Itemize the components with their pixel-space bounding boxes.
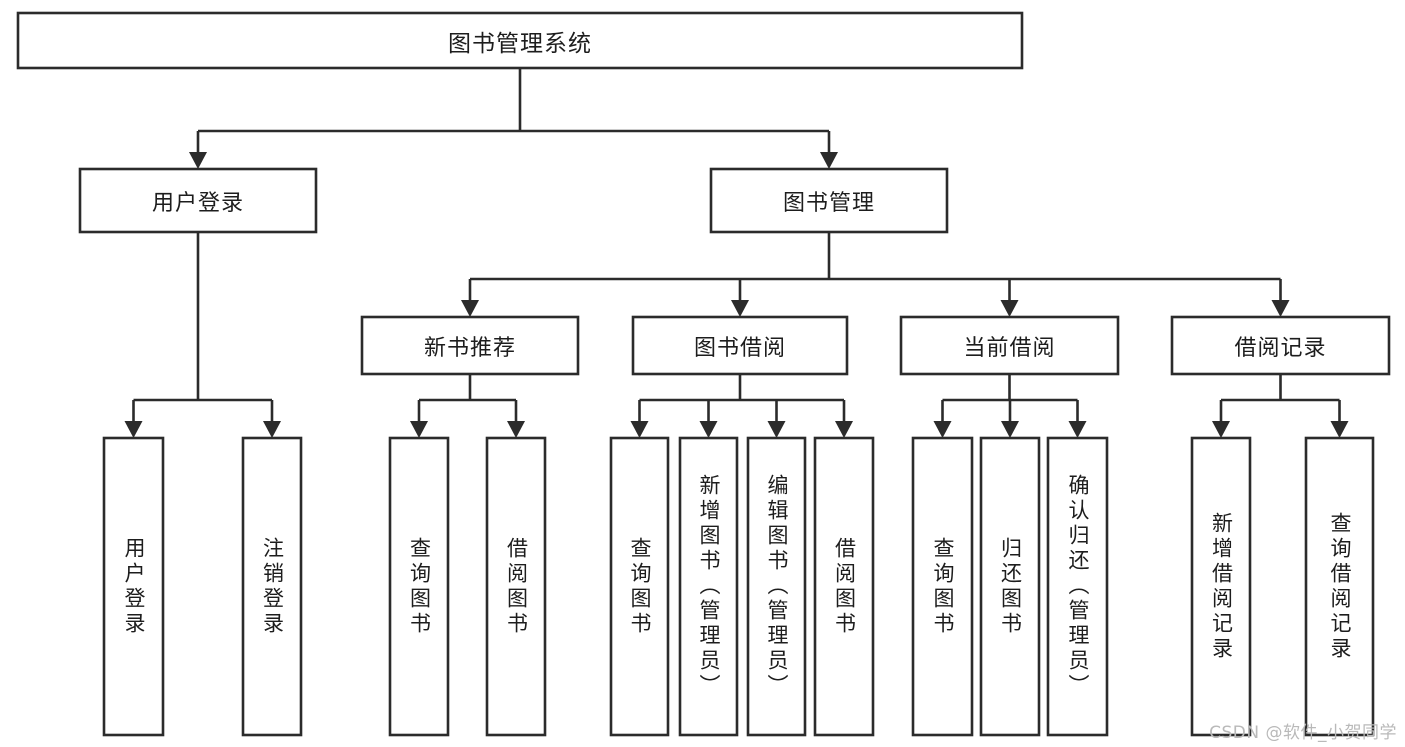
arrow-head-icon [263, 421, 281, 438]
arrow-head-icon [461, 300, 479, 317]
node-box-leaf-query-record[interactable] [1304, 436, 1375, 737]
arrow-head-icon [189, 152, 207, 169]
node-box-leaf-query-book-2[interactable] [609, 436, 670, 737]
arrow-head-icon [630, 421, 649, 438]
node-box-leaf-logout[interactable] [241, 436, 303, 737]
arrow-head-icon [124, 421, 143, 438]
arrow-head-icon [410, 421, 428, 438]
node-layer [16, 11, 1391, 737]
node-box-new-book-rec[interactable] [360, 315, 580, 376]
node-box-leaf-query-book-3[interactable] [911, 436, 974, 737]
node-box-leaf-add-record[interactable] [1190, 436, 1252, 737]
arrow-head-icon [1271, 300, 1290, 317]
node-box-current-borrow[interactable] [899, 315, 1120, 376]
node-box-leaf-edit-book[interactable] [746, 436, 807, 737]
arrow-head-icon [699, 421, 718, 438]
arrow-head-icon [1068, 421, 1087, 438]
node-box-book-borrow[interactable] [631, 315, 849, 376]
edge-layer [124, 68, 1349, 438]
arrow-head-icon [767, 421, 786, 438]
arrow-head-icon [1330, 421, 1349, 438]
watermark-credit: CSDN @软件_小贺同学 [1209, 723, 1397, 743]
node-box-root[interactable] [16, 11, 1024, 70]
arrow-head-icon [933, 421, 952, 438]
node-box-leaf-query-book-1[interactable] [388, 436, 450, 737]
node-box-leaf-user-login[interactable] [102, 436, 165, 737]
node-box-leaf-borrow-book-2[interactable] [813, 436, 875, 737]
arrow-head-icon [507, 421, 525, 438]
arrow-head-icon [731, 300, 749, 317]
node-box-borrow-record[interactable] [1170, 315, 1391, 376]
node-box-leaf-borrow-book-1[interactable] [485, 436, 547, 737]
arrow-head-icon [820, 152, 838, 169]
arrow-head-icon [1212, 421, 1230, 438]
node-box-user-login[interactable] [78, 167, 318, 234]
node-box-leaf-add-book[interactable] [678, 436, 739, 737]
arrow-head-icon [835, 421, 853, 438]
node-box-leaf-return-book[interactable] [979, 436, 1041, 737]
node-box-book-manage[interactable] [709, 167, 949, 234]
arrow-head-icon [1000, 300, 1019, 317]
arrow-head-icon [1001, 421, 1019, 438]
node-box-leaf-confirm-return[interactable] [1046, 436, 1109, 737]
